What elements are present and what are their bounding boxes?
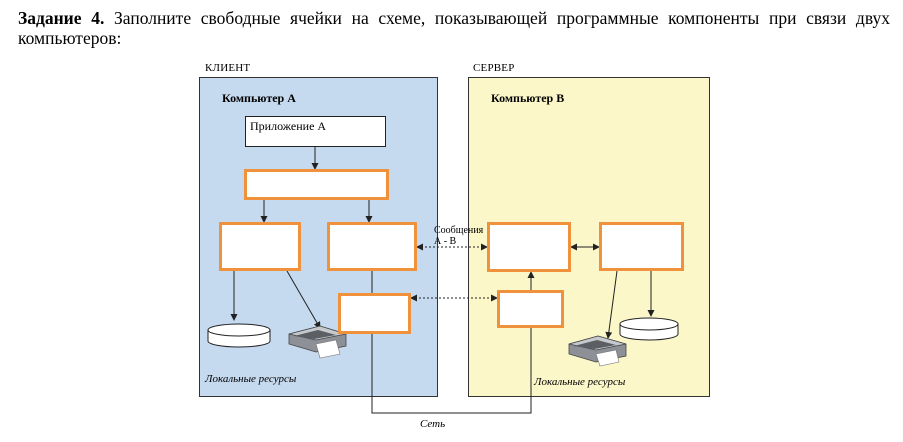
- client-zone-label: КЛИЕНТ: [205, 62, 251, 74]
- empty-cell-client-layer[interactable]: [244, 169, 389, 200]
- empty-cell-client-left[interactable]: [219, 222, 301, 271]
- computer-a-label: Компьютер А: [222, 91, 296, 105]
- task-text: Заполните свободные ячейки на схеме, пок…: [18, 8, 890, 48]
- client-printer-icon: [288, 325, 347, 359]
- empty-cell-client-right[interactable]: [327, 222, 417, 271]
- empty-cell-server-left[interactable]: [487, 222, 571, 272]
- network-line: [371, 328, 532, 414]
- messages-label-line1: Сообщения: [434, 225, 484, 236]
- task-statement: Задание 4. Заполните свободные ячейки на…: [18, 8, 890, 48]
- empty-cell-server-right[interactable]: [599, 222, 684, 271]
- computer-b-label: Компьютер В: [491, 91, 565, 105]
- server-zone-label: СЕРВЕР: [473, 62, 515, 74]
- application-a-box: Приложение А: [245, 116, 386, 147]
- server-printer-icon: [568, 335, 627, 367]
- task-label: Задание 4.: [18, 8, 105, 28]
- local-resources-server-label: Локальные ресурсы: [534, 376, 626, 388]
- messages-label-line2: А - В: [434, 236, 457, 247]
- network-label: Сеть: [420, 418, 446, 430]
- client-disk-icon: [207, 323, 271, 348]
- arrow-to-server-printer: [605, 270, 618, 339]
- arrow-to-client-printer: [286, 270, 321, 329]
- local-resources-client-label: Локальные ресурсы: [205, 373, 297, 385]
- empty-cell-client-network[interactable]: [338, 293, 411, 334]
- application-a-label: Приложение А: [250, 119, 327, 133]
- messages-label: Сообщения А - В: [434, 225, 483, 247]
- empty-cell-server-network[interactable]: [497, 290, 564, 328]
- server-disk-icon: [619, 317, 679, 341]
